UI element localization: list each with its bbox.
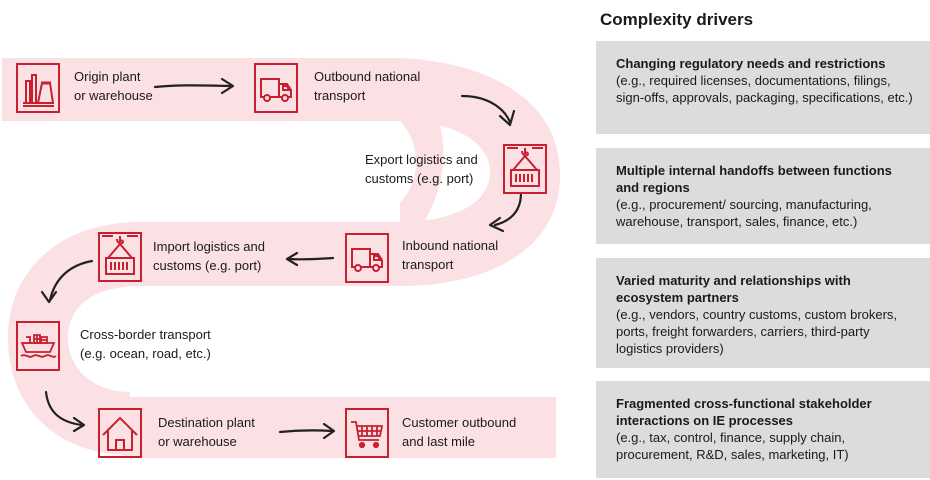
step-label-customer: Customer outbound and last mile <box>402 413 516 451</box>
driver-description: (e.g., procurement/ sourcing, manufactur… <box>616 197 872 229</box>
driver-title: Fragmented cross-functional stakeholder … <box>616 396 872 428</box>
panel-title: Complexity drivers <box>600 10 754 29</box>
driver-card: Fragmented cross-functional stakeholder … <box>596 381 930 478</box>
arrow-inbound-to-import <box>285 251 335 267</box>
arrow-export-to-inbound <box>488 191 523 233</box>
step-label-line: Destination plant <box>158 415 255 430</box>
driver-title: Changing regulatory needs and restrictio… <box>616 56 886 71</box>
step-label-import: Import logistics and customs (e.g. port) <box>153 237 265 275</box>
step-label-line: customs (e.g. port) <box>365 171 474 186</box>
step-label-line: Import logistics and <box>153 239 265 254</box>
step-label-line: transport <box>402 257 454 272</box>
path-segment-top <box>2 58 444 250</box>
step-label-line: or warehouse <box>158 434 237 449</box>
step-label-line: Customer outbound <box>402 415 517 430</box>
step-label-line: customs (e.g. port) <box>153 258 262 273</box>
driver-card: Multiple internal handoffs between funct… <box>596 148 930 244</box>
step-label-origin: Origin plant or warehouse <box>74 67 153 105</box>
step-label-destination: Destination plant or warehouse <box>158 413 255 451</box>
step-label-crossborder: Cross-border transport (e.g. ocean, road… <box>80 325 211 363</box>
step-label-line: transport <box>314 88 366 103</box>
step-label-line: (e.g. ocean, road, etc.) <box>80 346 211 361</box>
driver-description: (e.g., tax, control, finance, supply cha… <box>616 430 849 462</box>
driver-title: Multiple internal handoffs between funct… <box>616 163 892 195</box>
arrow-outbound-to-export <box>460 94 516 127</box>
arrow-import-to-crossborder <box>40 259 94 304</box>
driver-description: (e.g., vendors, country customs, custom … <box>616 307 898 356</box>
driver-card: Changing regulatory needs and restrictio… <box>596 41 930 134</box>
house-icon <box>98 408 142 458</box>
factory-icon <box>16 63 60 113</box>
step-label-line: Outbound national <box>314 69 421 84</box>
step-label-line: and last mile <box>402 434 475 449</box>
driver-card: Varied maturity and relationships with e… <box>596 258 930 368</box>
arrow-crossborder-to-destination <box>44 390 86 433</box>
truck-icon <box>254 63 298 113</box>
container-crane-icon <box>503 144 547 194</box>
truck-icon <box>345 233 389 283</box>
driver-description: (e.g., required licenses, documentations… <box>616 73 913 105</box>
step-label-outbound: Outbound national transport <box>314 67 420 105</box>
step-label-export: Export logistics and customs (e.g. port) <box>365 150 478 188</box>
container-crane-icon <box>98 232 142 282</box>
arrow-destination-to-customer <box>278 422 336 440</box>
step-label-line: Cross-border transport <box>80 327 211 342</box>
step-label-inbound: Inbound national transport <box>402 236 498 274</box>
step-label-line: or warehouse <box>74 88 153 103</box>
step-label-line: Origin plant <box>74 69 141 84</box>
driver-title: Varied maturity and relationships with e… <box>616 273 851 305</box>
path-segment-bottom <box>125 397 556 458</box>
cargo-ship-icon <box>16 321 60 371</box>
path-curve-right <box>390 58 560 286</box>
shopping-cart-icon <box>345 408 389 458</box>
step-label-line: Inbound national <box>402 238 499 253</box>
path-segment-middle <box>130 222 410 286</box>
arrow-origin-to-outbound <box>153 77 235 95</box>
step-label-line: Export logistics and <box>365 152 478 167</box>
